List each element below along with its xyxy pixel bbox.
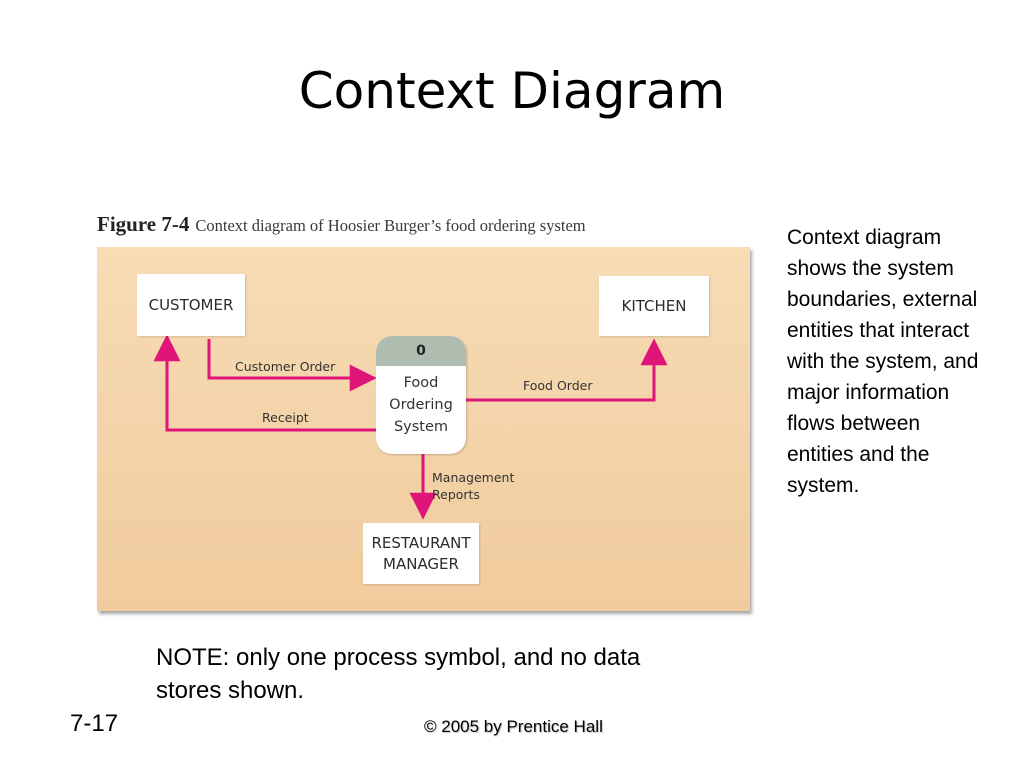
figure-label: Figure 7-4 (97, 212, 190, 236)
receipt-label: Receipt (262, 410, 309, 425)
kitchen-entity: KITCHEN (599, 276, 709, 336)
figure-caption-text: Context diagram of Hoosier Burger’s food… (195, 216, 586, 235)
receipt-arrow (153, 334, 376, 432)
context-diagram: CUSTOMER KITCHEN RESTAURANT MANAGER 0 Fo… (97, 247, 750, 611)
copyright-footer: © 2005 by Prentice Hall (424, 717, 603, 736)
flow-arrows (153, 334, 668, 520)
food-ordering-process: 0 Food Ordering System (376, 336, 466, 454)
food-order-label: Food Order (523, 378, 593, 393)
restaurant-manager-entity: RESTAURANT MANAGER (363, 523, 479, 584)
customer-entity: CUSTOMER (137, 274, 245, 336)
note-text: NOTE: only one process symbol, and no da… (156, 644, 641, 704)
management-reports-label: Management Reports (432, 470, 515, 502)
customer-order-label: Customer Order (235, 359, 336, 374)
customer-order-arrow (207, 339, 377, 392)
process-id: 0 (376, 336, 466, 366)
food-order-arrow (466, 338, 668, 402)
slide-number: 7-17 (70, 710, 119, 737)
figure-caption: Figure 7-4 Context diagram of Hoosier Bur… (97, 212, 657, 237)
process-name: Food Ordering System (389, 375, 453, 435)
slide-title: Context Diagram (298, 62, 726, 120)
side-explanation: Context diagram shows the system boundar… (787, 226, 979, 497)
